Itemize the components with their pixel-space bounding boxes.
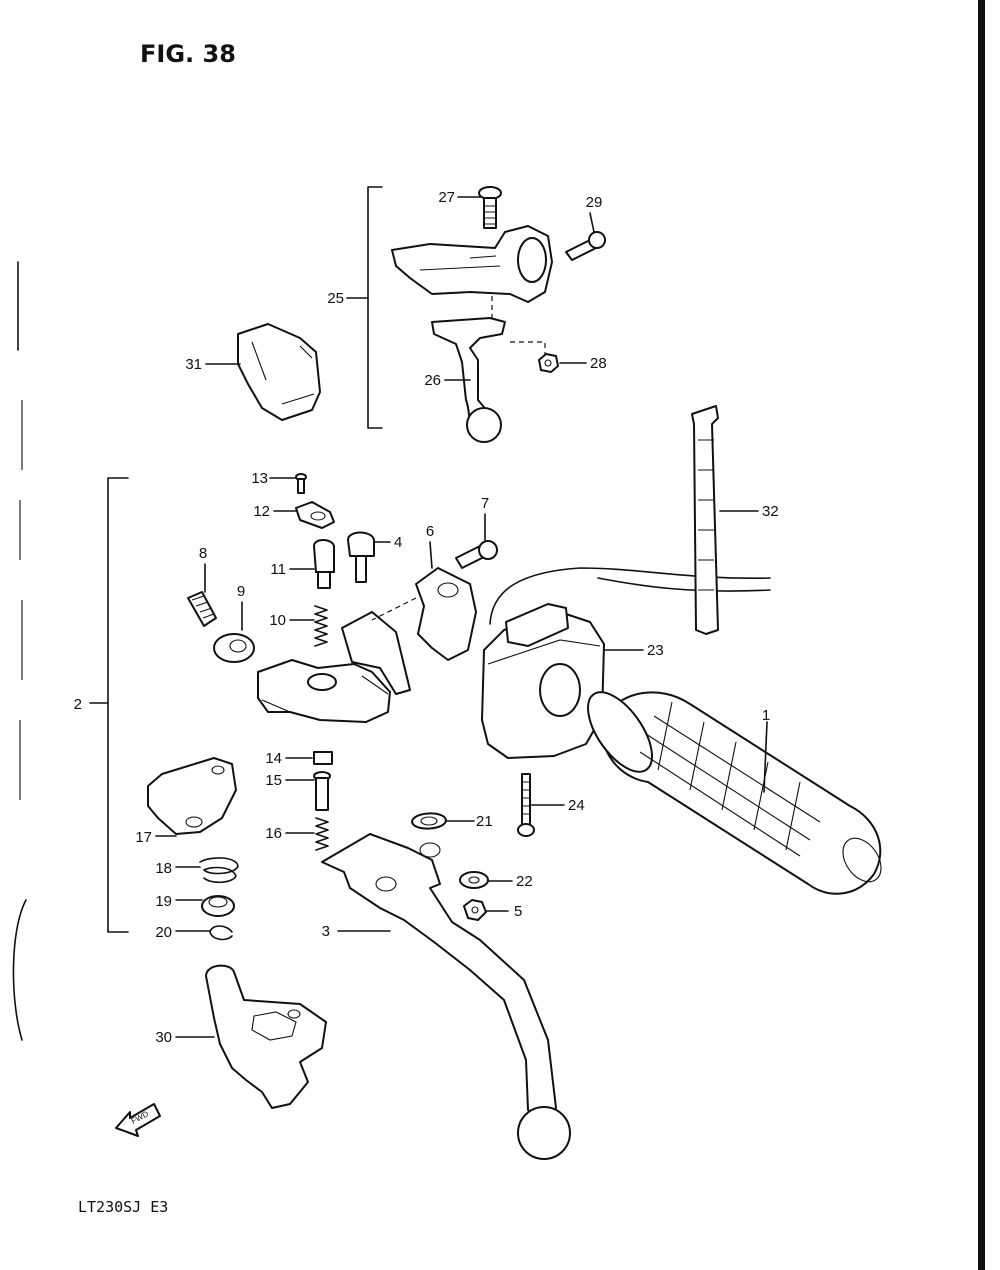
plate-12-part — [295, 501, 335, 529]
callout-12: 12 — [253, 503, 270, 520]
callout-9: 9 — [237, 583, 245, 600]
collar-19-part — [201, 895, 235, 917]
washer-22-part — [459, 871, 489, 889]
callout-23: 23 — [647, 642, 664, 659]
callout-10: 10 — [269, 612, 286, 629]
spring-18-part — [199, 857, 239, 884]
callout-7: 7 — [481, 495, 489, 512]
callout-27: 27 — [438, 189, 455, 206]
clutch-lever-3-part — [321, 833, 571, 1160]
callout-31: 31 — [185, 356, 202, 373]
cable-tie-32-part — [691, 405, 719, 635]
callout-11: 11 — [270, 561, 286, 578]
model-code: LT230SJ E3 — [78, 1198, 169, 1216]
callout-14: 14 — [265, 750, 282, 767]
callout-15: 15 — [265, 772, 282, 789]
callout-labels: 1 2 3 4 5 6 7 8 9 10 11 12 13 14 15 16 1… — [74, 189, 779, 1046]
holder-6-part — [371, 567, 477, 661]
parking-lever-26-part — [431, 296, 546, 443]
callout-29: 29 — [586, 194, 603, 211]
leader-lines — [155, 196, 768, 1038]
callout-17: 17 — [135, 829, 152, 846]
cam-17-part — [147, 757, 237, 835]
switch-housing-23-part — [481, 567, 771, 759]
callout-25: 25 — [327, 290, 344, 307]
pin-15-part — [313, 771, 331, 811]
bolt-7-part — [455, 540, 498, 569]
grip-1-part — [587, 691, 882, 895]
lever-holder-part — [391, 225, 553, 303]
callout-24: 24 — [568, 797, 585, 814]
bracket-assembly-25 — [346, 186, 383, 429]
scan-margin-artifacts — [12, 261, 27, 1041]
washer-21-part — [411, 812, 447, 830]
callout-5: 5 — [514, 903, 522, 920]
spring-16-part — [315, 817, 329, 851]
callout-20: 20 — [155, 924, 172, 941]
clip-20-part — [209, 925, 233, 941]
adjuster-8-part — [187, 591, 217, 627]
callout-2: 2 — [74, 696, 82, 713]
callout-1: 1 — [762, 707, 770, 724]
callout-32: 32 — [762, 503, 779, 520]
nut-9-part — [213, 633, 255, 663]
bolt-29-part — [565, 231, 606, 261]
callout-8: 8 — [199, 545, 207, 562]
callout-26: 26 — [424, 372, 441, 389]
callout-13: 13 — [251, 470, 268, 487]
screw-24-part — [517, 773, 535, 837]
cap-14-part — [313, 751, 333, 765]
bolt-27-part — [478, 186, 502, 229]
callout-21: 21 — [476, 813, 493, 830]
callout-3: 3 — [322, 923, 330, 940]
lever-holder-body-part — [257, 611, 411, 723]
callout-22: 22 — [516, 873, 533, 890]
callout-16: 16 — [265, 825, 282, 842]
callout-19: 19 — [155, 893, 172, 910]
pin-11-part — [313, 539, 335, 589]
page-edge-border — [978, 0, 985, 1270]
forward-direction-arrow-icon: FWD — [115, 1103, 161, 1137]
callout-18: 18 — [155, 860, 172, 877]
cover-30-part — [205, 964, 327, 1109]
pin-4-part — [347, 531, 375, 583]
callout-6: 6 — [426, 523, 434, 540]
figure-title: FIG. 38 — [140, 40, 236, 68]
bracket-assembly-2 — [89, 477, 129, 933]
callout-28: 28 — [590, 355, 607, 372]
callout-30: 30 — [155, 1029, 172, 1046]
screw-13-part — [295, 473, 307, 494]
cover-31-part — [237, 323, 321, 421]
nut-28-part — [538, 353, 559, 373]
nut-5-part — [463, 899, 487, 921]
spring-10-part — [314, 605, 328, 647]
callout-4: 4 — [394, 534, 402, 551]
